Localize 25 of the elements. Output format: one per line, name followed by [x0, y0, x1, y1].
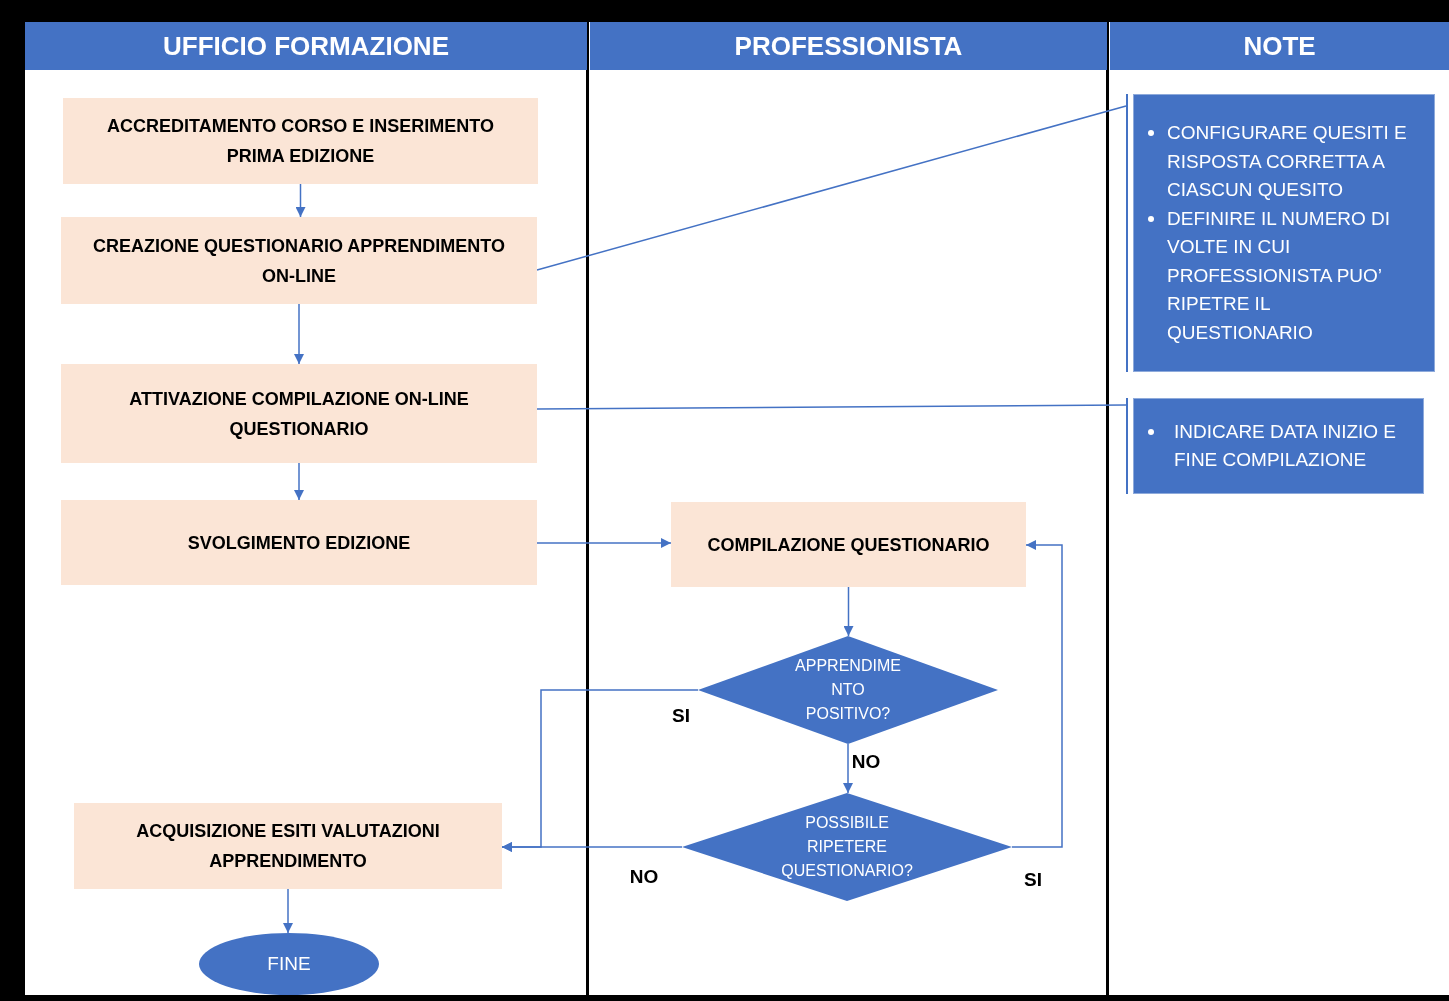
lane-header: PROFESSIONISTA: [590, 22, 1107, 70]
note-text: DEFINIRE IL NUMERO DI VOLTE IN CUI PROFESSIONISTA PUO’ RIPETRE IL QUESTIONARIO: [1167, 207, 1391, 343]
arrow: [295, 183, 306, 218]
note-callout: [1126, 398, 1424, 494]
lane-header: NOTE: [1110, 22, 1449, 70]
note-text: INDICARE DATA INIZIO E FINE COMPILAZIONE: [1174, 420, 1397, 470]
decision-diamond: APPRENDIME NTO POSITIVO?: [698, 636, 998, 744]
arrow: [536, 538, 672, 548]
arrow: [294, 462, 304, 501]
process-box: COMPILAZIONE QUESTIONARIO: [671, 502, 1026, 587]
process-box: CREAZIONE QUESTIONARIO APPRENDIMENTO ON-LINE: [61, 217, 537, 304]
process-box: ACCREDITAMENTO CORSO E INSERIMENTO PRIMA EDIZIONE: [63, 98, 538, 184]
process-box: ACQUISIZIONE ESITI VALUTAZIONI APPRENDIMENTO: [74, 803, 502, 889]
note-text: CONFIGURARE QUESITI E RISPOSTA CORRETTA A CIASCUN QUESITO: [1167, 122, 1407, 200]
arrow: [294, 303, 304, 365]
process-box: ATTIVAZIONE COMPILAZIONE ON-LINE QUESTIONARIO: [61, 364, 537, 463]
decision-diamond: POSSIBILE RIPETERE QUESTIONARIO?: [682, 793, 1012, 901]
note-callout: [1126, 94, 1435, 372]
arrow: [283, 888, 293, 934]
arrow: [843, 743, 853, 794]
arrow: [501, 842, 683, 852]
lane-header: UFFICIO FORMAZIONE: [25, 22, 587, 70]
arrow: [1011, 540, 1063, 848]
process-box: SVOLGIMENTO EDIZIONE: [61, 500, 537, 585]
arrow: [843, 586, 854, 637]
